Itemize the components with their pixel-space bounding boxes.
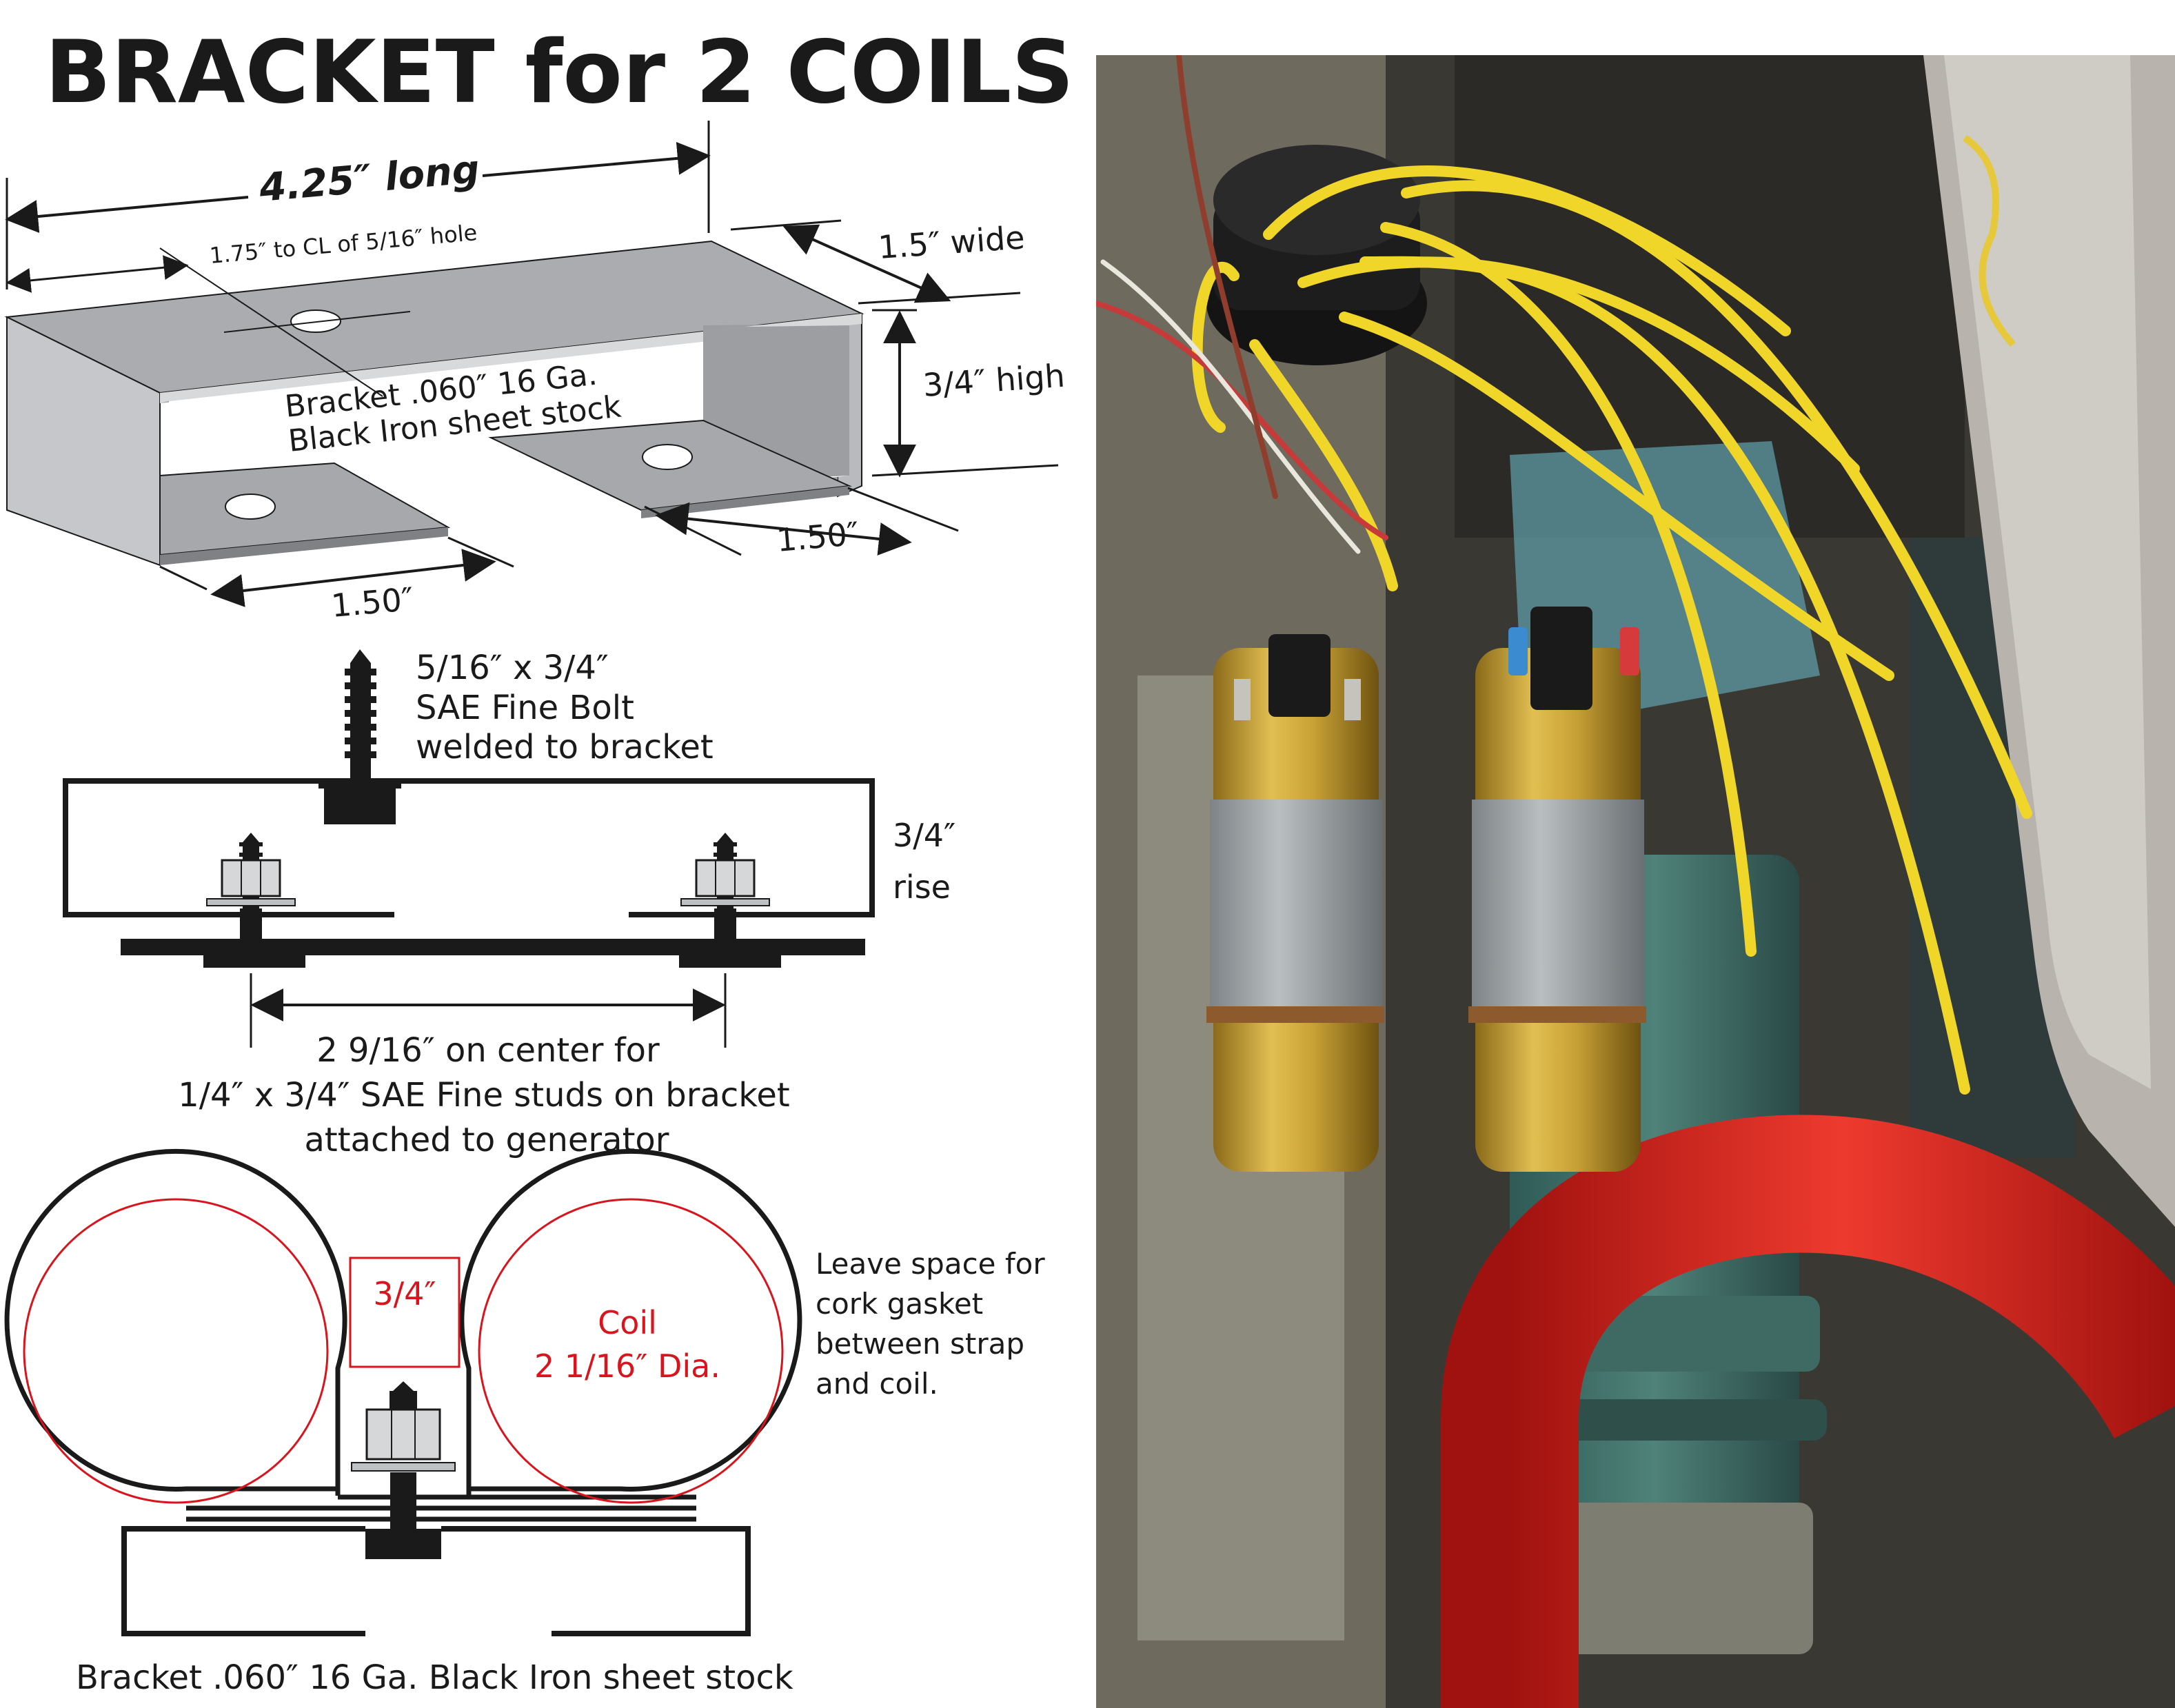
right-ignition-coil [1468,607,1646,1172]
left-ignition-coil [1206,634,1384,1172]
bolt-label-line3: welded to bracket [416,728,714,766]
spacing-label-line2: 1/4″ x 3/4″ SAE Fine studs on bracket [178,1076,789,1115]
center-bolt-icon [351,1381,456,1559]
bracket-isometric-view: 4.25″ long 1.75″ to CL of 5/16″ hole Bra… [4,121,1066,624]
height-dimension-label: 3/4″ high [922,357,1066,404]
coil-label-line2: 2 1/16″ Dia. [534,1348,720,1385]
rise-label-line1: 3/4″ [893,817,955,854]
strap-material-label: Bracket .060″ 16 Ga. Black Iron sheet st… [76,1658,793,1697]
spark-plug-wires [1191,165,2032,1095]
right-stud-nut-icon [680,833,770,939]
rise-label-line2: rise [893,868,951,906]
gasket-note-line3: between strap [816,1327,1024,1361]
right-coil-outline [478,1198,784,1504]
bracket-side-view: 5/16″ x 3/4″ SAE Fine Bolt welded to bra… [63,649,955,1159]
bracket-diagram: BRACKET for 2 COILS 4.25″ long 1.75″ to … [4,21,1074,1697]
spacing-label-line1: 2 9/16″ on center for [316,1031,660,1070]
hole-location-label: 1.75″ to CL of 5/16″ hole [208,219,478,269]
right-foot-dimension-label: 1.50″ [775,515,860,559]
radiator-hose [1441,1115,2175,1708]
length-dimension-label: 4.25″ long [257,147,482,211]
gasket-note-line4: and coil. [816,1367,938,1401]
gasket-note-line2: cork gasket [816,1287,983,1321]
left-foot-dimension-label: 1.50″ [330,580,415,624]
width-dimension-label: 1.5″ wide [877,218,1026,266]
gap-label: 3/4″ [373,1275,436,1312]
valve-cover [1923,55,2175,1227]
bolt-label-line1: 5/16″ x 3/4″ [416,649,609,687]
bolt-label-line2: SAE Fine Bolt [416,689,634,727]
left-coil-outline [23,1198,329,1504]
coil-strap-view: 3/4″ Coil 2 1/16″ Dia. Leave space for c… [4,1148,1045,1697]
gasket-note-line1: Leave space for [816,1247,1045,1281]
engine-bay-photo [1096,55,2175,1708]
welded-bolt-icon [318,649,401,824]
left-stud-nut-icon [206,833,296,939]
page-title: BRACKET for 2 COILS [45,21,1074,123]
coil-label-line1: Coil [598,1304,657,1341]
